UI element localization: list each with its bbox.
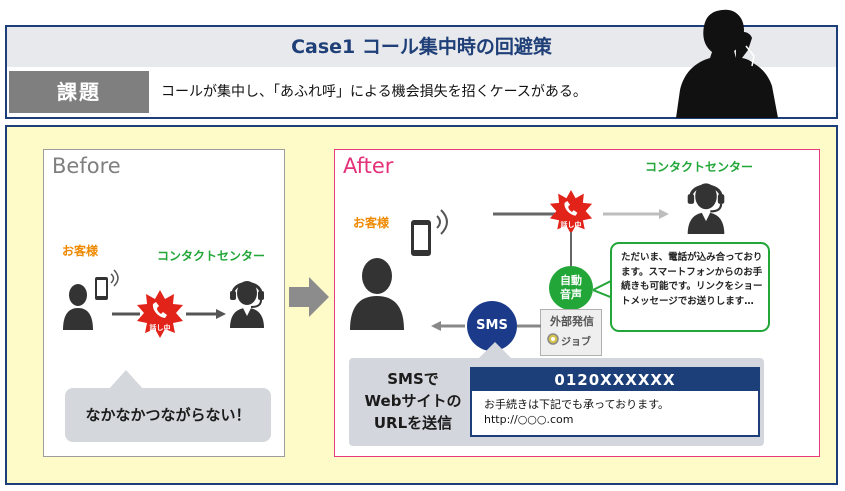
sms-badge: SMS (467, 301, 517, 351)
bubble-pointer (108, 370, 144, 390)
job-label: ジョブ (561, 337, 591, 348)
after-title: After (343, 154, 394, 178)
bubble-pointer (477, 342, 513, 360)
case-title: Case1 コール集中時の回避策 (291, 36, 552, 58)
after-customer-label: お客様 (353, 216, 390, 230)
sms-send-line3: URLを送信 (373, 414, 453, 432)
sms-url-link[interactable]: http://○○○.com (484, 413, 574, 426)
sms-body-text: お手続きは下記でも承っております。 (484, 398, 670, 411)
before-center-label: コンタクトセンター (157, 249, 266, 263)
after-busy-label: 話し中 (560, 221, 582, 229)
headset-agent-icon (230, 281, 264, 328)
sms-send-line1: SMSで (387, 370, 439, 388)
sms-send-line2: Webサイトの (364, 392, 462, 410)
auto-voice-message: ただいま、電話が込み合っております。スマートフォンからのお手続きも可能です。リン… (621, 252, 763, 307)
after-center-label: コンタクトセンター (645, 160, 754, 174)
busy-phone-icon (549, 190, 593, 234)
headset-agent-icon (687, 183, 725, 234)
smartphone-icon (411, 209, 448, 256)
job-gear-icon (547, 333, 559, 345)
sms-send-caption: SMSで Webサイトの URLを送信 (357, 368, 469, 434)
auto-voice-line2: 音声 (560, 288, 582, 301)
outbound-job-box: 外部発信 ジョブ (540, 309, 602, 356)
person-icon (63, 284, 93, 330)
issue-text: コールが集中し、「あふれ呼」による機会損失を招くケースがある。 (161, 84, 587, 100)
arrow-right-icon (493, 209, 669, 219)
sms-message-card: 0120XXXXXX お手続きは下記でも承っております。 http://○○○.… (470, 367, 760, 437)
arrow-left-icon (431, 321, 541, 331)
before-complaint-bubble: なかなかつながらない！ (65, 388, 271, 442)
connector-line (570, 232, 572, 268)
outbound-label: 外部発信 (550, 315, 594, 328)
before-complaint-text: なかなかつながらない！ (85, 406, 251, 424)
issue-label: 課題 (9, 71, 149, 113)
title-bar (7, 27, 836, 67)
auto-voice-badge: 自動 音声 (549, 266, 593, 310)
auto-voice-line1: 自動 (560, 274, 582, 287)
sms-send-panel: SMSで Webサイトの URLを送信 0120XXXXXX お手続きは下記でも… (349, 358, 764, 446)
arrow-right-icon (289, 277, 329, 317)
main-panel: Before お客様 コンタクトセンター 話し中 (5, 125, 838, 485)
sms-sender-number: 0120XXXXXX (472, 369, 758, 391)
before-title: Before (52, 154, 121, 178)
thinking-person-icon (676, 9, 778, 118)
busy-phone-icon (137, 290, 183, 338)
before-panel: Before お客様 コンタクトセンター 話し中 (43, 149, 285, 457)
smartphone-icon (95, 269, 119, 300)
before-busy-label: 話し中 (149, 324, 171, 332)
auto-voice-message-bubble: ただいま、電話が込み合っております。スマートフォンからのお手続きも可能です。リン… (610, 242, 770, 332)
person-icon (350, 258, 404, 330)
before-customer-label: お客様 (62, 244, 99, 258)
after-panel: After お客様 コンタクトセンター 話し中 (334, 149, 820, 457)
arrow-right-icon (112, 309, 226, 319)
